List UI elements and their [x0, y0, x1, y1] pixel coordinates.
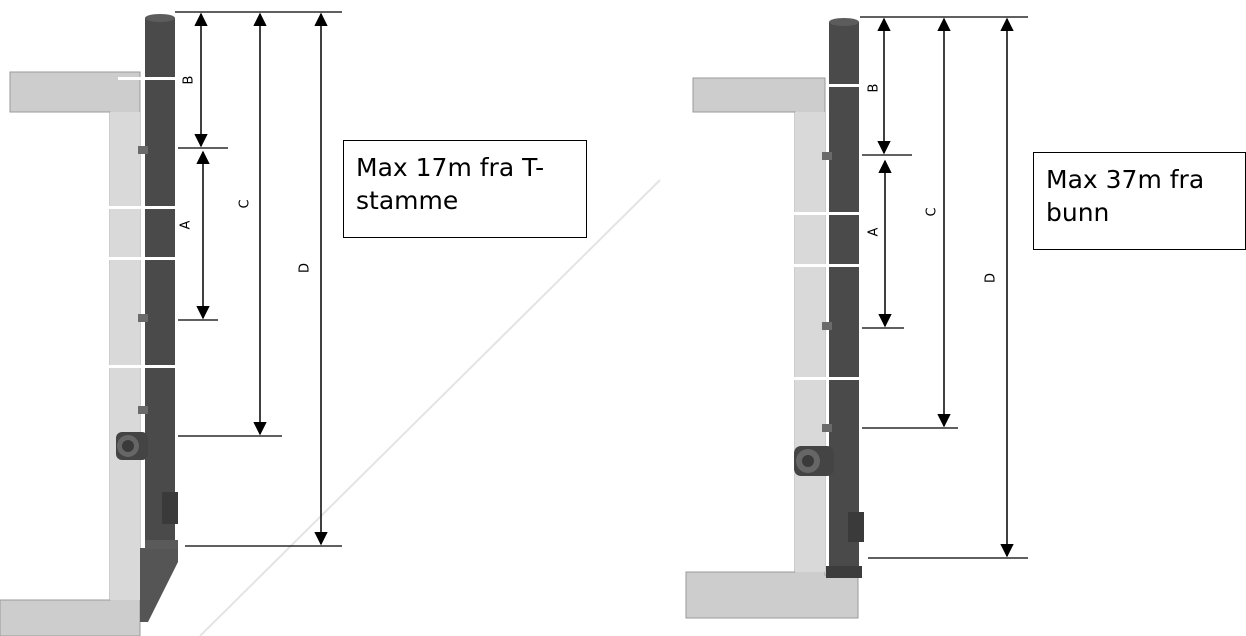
pipe-joint — [790, 264, 862, 267]
dimension-label-c: C — [925, 207, 940, 216]
note-text-left: Max 17m fra T-stamme — [356, 153, 545, 215]
pipe-top-cap-left — [145, 14, 175, 22]
pipe-base-right — [826, 566, 862, 578]
installation-left: B A C D — [0, 11, 342, 636]
wall-bracket — [138, 146, 148, 154]
dimension-label-d: D — [984, 273, 999, 283]
note-box-right: Max 37m fra bunn — [1033, 152, 1246, 250]
diagonal-artifact-line — [199, 179, 661, 636]
pipe-joint — [790, 212, 862, 215]
chimney-pipe-right — [829, 22, 859, 572]
pipe-top-cap-right — [829, 18, 859, 26]
dimension-label-c: C — [238, 199, 253, 208]
wall-inner-face-left — [110, 112, 140, 600]
support-bracket-left — [140, 548, 178, 622]
wall-bracket — [822, 322, 832, 330]
pipe-base-left — [145, 540, 178, 549]
pipe-joint — [790, 377, 862, 380]
note-box-left: Max 17m fra T-stamme — [343, 140, 587, 238]
cleanout-door-right — [848, 512, 864, 542]
dimension-label-b: B — [867, 84, 882, 93]
wall-inner-face-right — [795, 112, 825, 572]
note-text-right: Max 37m fra bunn — [1046, 165, 1205, 227]
pipe-joint — [108, 257, 178, 260]
dimension-label-a: A — [179, 220, 194, 229]
cleanout-door-left — [162, 492, 178, 524]
dimension-label-a: A — [867, 227, 882, 236]
pipe-joint — [118, 77, 178, 80]
dimension-label-d: D — [298, 263, 313, 273]
dimension-label-b: B — [182, 76, 197, 85]
wall-bracket — [138, 314, 148, 322]
wall-bracket — [822, 424, 832, 432]
chimney-pipe-left — [145, 18, 175, 548]
wall-bracket — [138, 406, 148, 414]
pipe-joint — [108, 365, 178, 368]
pipe-joint — [108, 206, 178, 209]
pipe-joint — [828, 84, 862, 87]
wall-bracket — [822, 152, 832, 160]
installation-right: B A C D — [685, 16, 1028, 619]
